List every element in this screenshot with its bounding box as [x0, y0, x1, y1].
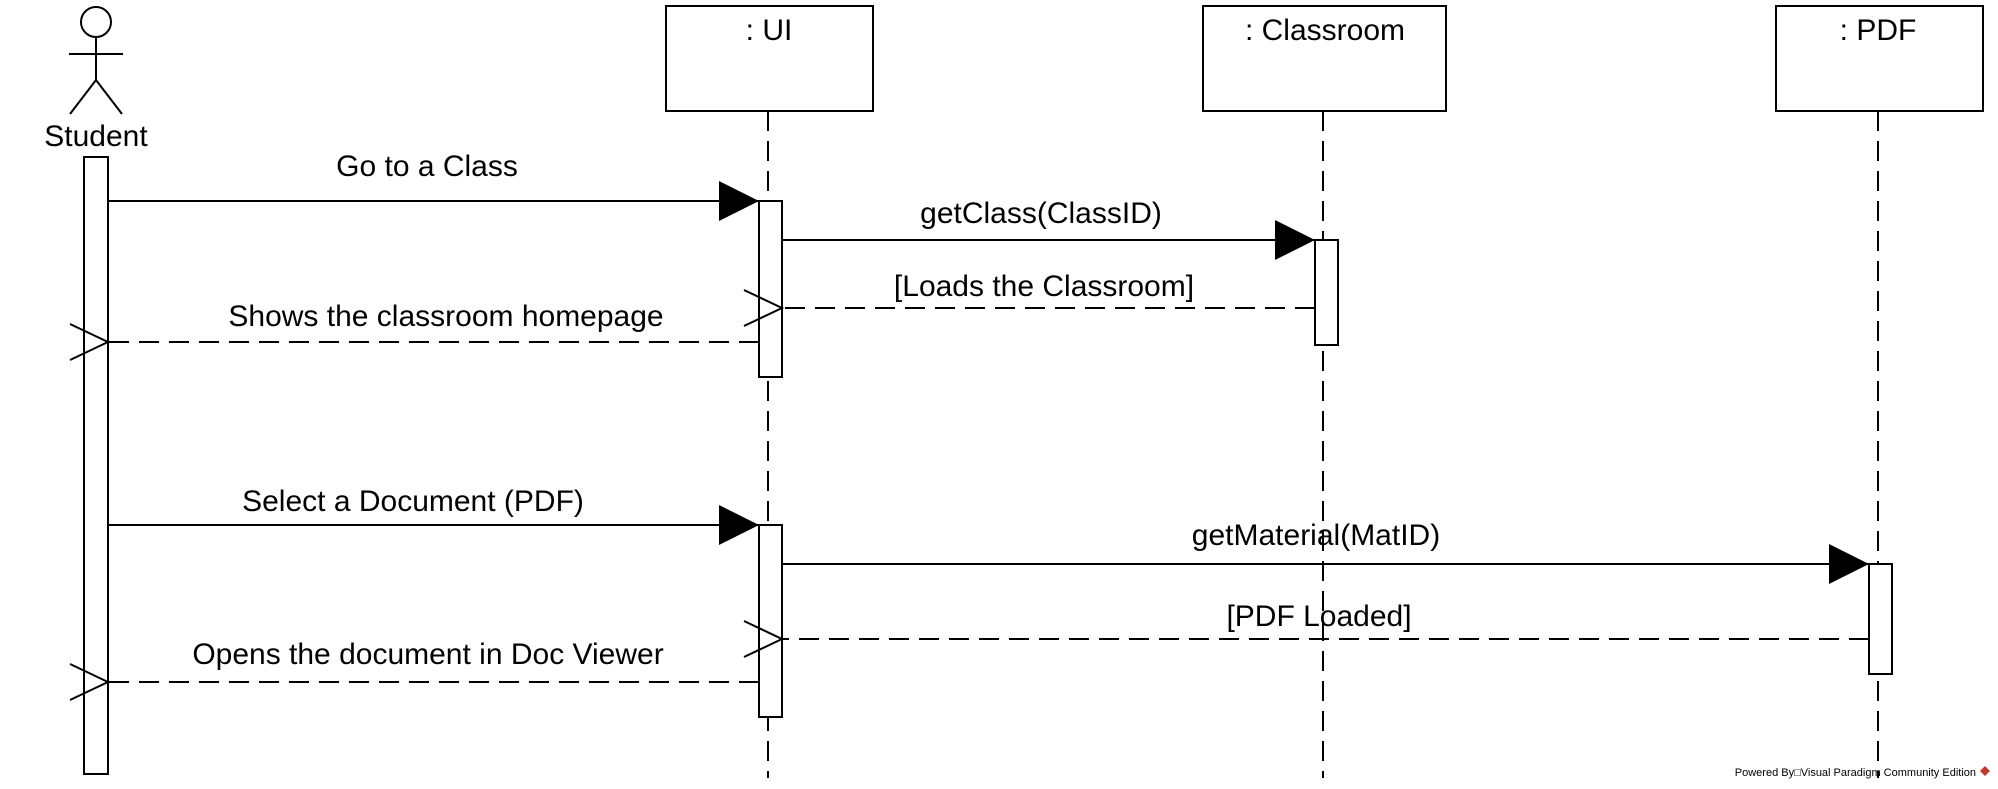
vp-watermark-text: Powered By□Visual Paradigm Community Edi… — [1735, 767, 1976, 779]
lifeline-ui-head — [665, 5, 874, 112]
message-label: [PDF Loaded] — [1226, 600, 1411, 633]
message-label: Shows the classroom homepage — [228, 300, 663, 333]
lifeline-classroom: : Classroom — [1202, 5, 1447, 778]
lifeline-classroom-label: : Classroom — [1245, 14, 1405, 47]
lifeline-pdf-label: : PDF — [1840, 14, 1917, 47]
message-pdf-loaded: [PDF Loaded] — [782, 600, 1869, 639]
message-loads-the-classroom: [Loads the Classroom] — [782, 270, 1315, 308]
message-label: getMaterial(MatID) — [1192, 519, 1440, 552]
ui-activation-bar-2 — [758, 524, 783, 718]
actor-label: Student — [44, 120, 148, 153]
message-go-to-a-class: Go to a Class — [108, 150, 759, 221]
message-get-material: getMaterial(MatID) — [782, 519, 1869, 584]
message-get-class: getClass(ClassID) — [782, 197, 1315, 260]
ui-activation-bar-1 — [758, 200, 783, 378]
pdf-activation-bar — [1868, 563, 1893, 675]
vp-watermark: Powered By□Visual Paradigm Community Edi… — [1735, 766, 1990, 779]
classroom-activation-bar — [1314, 239, 1339, 346]
message-label: getClass(ClassID) — [920, 197, 1162, 230]
actor-student: Student — [44, 6, 148, 153]
message-select-a-document: Select a Document (PDF) — [108, 485, 759, 545]
message-label: Select a Document (PDF) — [242, 485, 584, 518]
lifeline-pdf-head — [1775, 5, 1984, 112]
lifeline-ui-label: : UI — [746, 14, 793, 47]
lifeline-classroom-head — [1202, 5, 1447, 112]
message-label: Go to a Class — [336, 150, 518, 183]
actor-head — [80, 6, 112, 38]
student-activation-bar — [83, 156, 109, 775]
vp-logo-icon — [1980, 766, 1990, 776]
message-label: Opens the document in Doc Viewer — [192, 638, 663, 671]
message-label: [Loads the Classroom] — [894, 270, 1194, 303]
message-shows-classroom-homepage: Shows the classroom homepage — [108, 300, 759, 342]
message-opens-document: Opens the document in Doc Viewer — [108, 638, 759, 682]
actor-right-leg — [95, 79, 123, 115]
actor-left-leg — [69, 79, 97, 115]
